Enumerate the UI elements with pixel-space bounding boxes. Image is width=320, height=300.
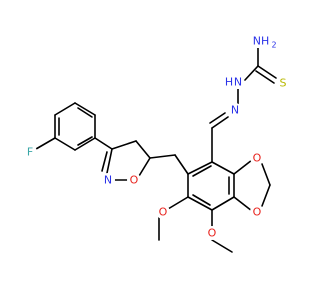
atom-label-s: S [276, 76, 290, 90]
atom-label-isoxazoline-n: N [101, 173, 115, 187]
sulfur-atom: S [280, 77, 287, 90]
isoxazoline-ring [94, 137, 151, 181]
atom-label-methoxy-o-2: O [205, 226, 219, 240]
molecule-structure: F N O O O O O N N H NH 2 S [23, 34, 290, 253]
isoxazoline-nitrogen-atom: N [104, 174, 112, 187]
atom-label-nh2: NH 2 [249, 34, 277, 50]
dioxole-bottom-oxygen-atom: O [253, 206, 262, 219]
methoxy-oxygen-atom-2: O [208, 227, 217, 240]
isoxazoline-oxygen-atom: O [130, 174, 139, 187]
amino-subscript-label: 2 [271, 41, 276, 50]
atom-label-dioxole-top-o: O [250, 151, 264, 165]
fluorine-atom: F [27, 146, 33, 159]
atom-label-f: F [23, 145, 37, 159]
methoxy-oxygen-atom-1: O [159, 206, 168, 219]
amino-nitrogen-label: NH [253, 35, 270, 48]
atom-label-imine-n: N [228, 103, 242, 117]
atom-label-isoxazoline-o: O [127, 173, 141, 187]
hydrazine-hydrogen-label: H [225, 76, 233, 89]
hydrazine-nitrogen-atom: N [234, 76, 242, 89]
imine-nitrogen-atom: N [231, 104, 239, 117]
central-benzene-ring [187, 161, 235, 211]
methoxy-groups [158, 196, 233, 253]
atom-label-dioxole-bottom-o: O [250, 205, 264, 219]
atom-label-nh: N H [225, 75, 243, 89]
methylene-linker [149, 154, 189, 175]
atom-label-methoxy-o-1: O [156, 205, 170, 219]
thiosemicarbazone-chain [209, 47, 277, 163]
dioxole-top-oxygen-atom: O [253, 152, 262, 165]
dioxole-ring [233, 159, 271, 212]
fluorophenyl-ring [35, 102, 96, 151]
